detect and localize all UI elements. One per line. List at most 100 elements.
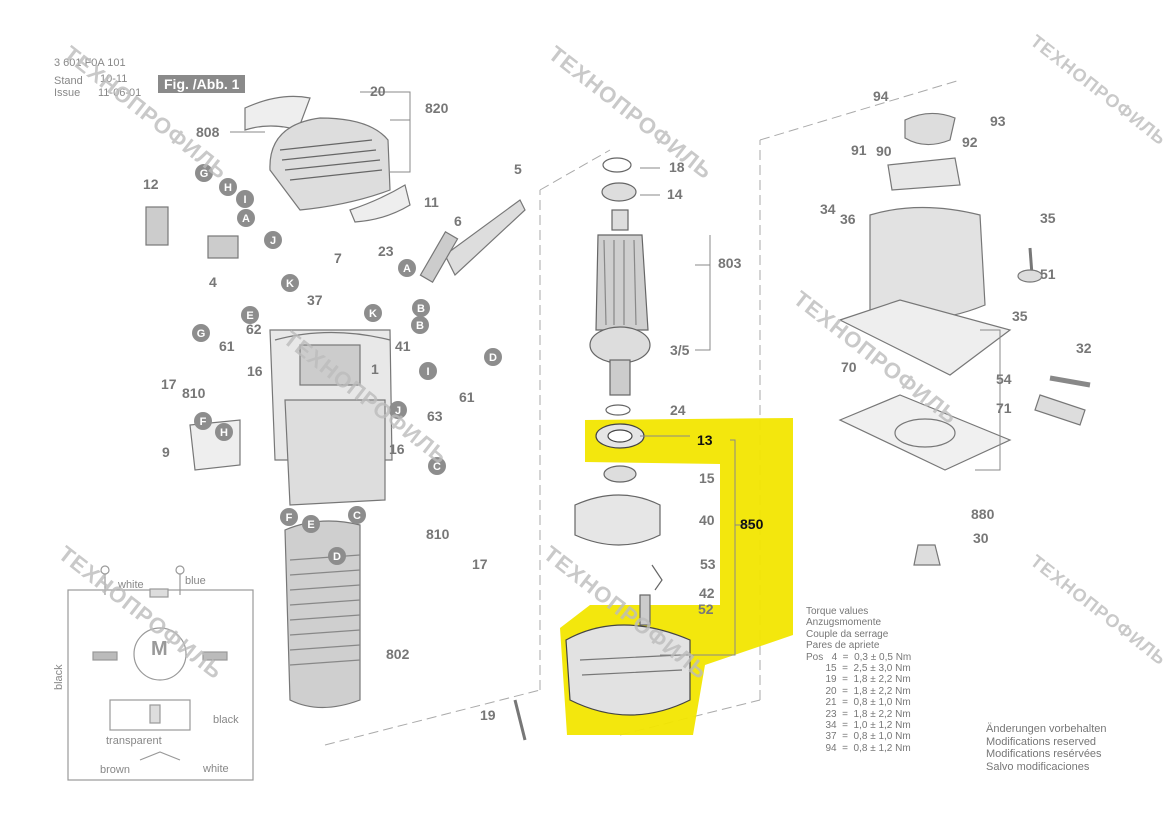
torque-heading-de: Anzugsmomente — [806, 617, 882, 629]
torque-row: 21 = 0,8 ± 1,0 Nm — [806, 697, 911, 709]
connector-badge-a: A — [398, 259, 416, 277]
connector-badge-letter: B — [416, 320, 424, 332]
motor-symbol: M — [151, 638, 168, 660]
connector-badge-letter: D — [489, 352, 497, 364]
connector-badge-j: J — [264, 231, 282, 249]
wire-brown: brown — [100, 764, 130, 776]
connector-badge-letter: B — [417, 303, 425, 315]
connector-badge-c: C — [428, 457, 446, 475]
callout-5: 5 — [514, 161, 522, 177]
callout-1: 1 — [371, 361, 379, 377]
torque-row: 15 = 2,5 ± 3,0 Nm — [806, 663, 911, 675]
callout-32: 32 — [1076, 340, 1092, 356]
base-group — [838, 112, 1091, 566]
callout-17: 17 — [472, 556, 488, 572]
connector-badge-f: F — [280, 508, 298, 526]
torque-heading-fr: Couple da serrage — [806, 628, 889, 640]
callout-6: 6 — [454, 213, 462, 229]
wire-white-bottom: white — [203, 763, 229, 775]
connector-badge-letter: J — [270, 235, 276, 247]
motor-housing-group — [145, 95, 526, 709]
connector-badge-letter: K — [286, 278, 294, 290]
note-en: Modifications reserved — [986, 735, 1097, 748]
connector-badge-g: G — [195, 164, 213, 182]
wire-blue: blue — [185, 575, 206, 587]
wire-black-left: black — [53, 664, 65, 690]
callout-808: 808 — [196, 124, 220, 140]
callout-93: 93 — [990, 113, 1006, 129]
callout-7: 7 — [334, 250, 342, 266]
connector-badge-letter: C — [433, 461, 441, 473]
callout-24: 24 — [670, 402, 686, 418]
connector-badge-f: F — [194, 412, 212, 430]
connector-badge-letter: F — [200, 416, 207, 428]
torque-row: 19 = 1,8 ± 2,2 Nm — [806, 674, 911, 686]
connector-badge-k: K — [281, 274, 299, 292]
modification-notes: Änderungen vorbehalten Modifications res… — [986, 723, 1106, 773]
torque-row: Pos 4 = 0,3 ± 0,5 Nm — [806, 651, 912, 663]
armature-group — [513, 157, 691, 741]
torque-values-table: Torque values Anzugsmomente Couple da se… — [806, 606, 911, 754]
callout-4: 4 — [209, 274, 217, 290]
callout-92: 92 — [962, 134, 978, 150]
callout-802: 802 — [386, 646, 410, 662]
callout-820: 820 — [425, 100, 449, 116]
connector-badge-letter: H — [220, 427, 228, 439]
connector-badge-letter: F — [286, 512, 293, 524]
torque-heading-en: Torque values — [806, 606, 869, 617]
callout-34: 34 — [820, 201, 836, 217]
callout-9: 9 — [162, 444, 170, 460]
callout-40: 40 — [699, 512, 715, 528]
callout-810: 810 — [182, 385, 206, 401]
torque-heading-es: Pares de apriete — [806, 640, 880, 652]
callout-16: 16 — [389, 441, 405, 457]
callout-52: 52 — [698, 601, 714, 617]
note-fr: Modifications resérvées — [986, 748, 1102, 761]
connector-badge-e: E — [241, 306, 259, 324]
torque-row: 94 = 0,8 ± 1,2 Nm — [806, 742, 911, 754]
callout-36: 36 — [840, 211, 856, 227]
connector-badge-b: B — [411, 316, 429, 334]
connector-badge-letter: I — [426, 366, 429, 378]
callout-16: 16 — [247, 363, 263, 379]
connector-badge-b: B — [412, 299, 430, 317]
connector-badge-h: H — [215, 423, 233, 441]
connector-badge-e: E — [302, 515, 320, 533]
connector-badge-j: J — [389, 401, 407, 419]
callout-61: 61 — [219, 338, 235, 354]
connector-badge-g: G — [192, 324, 210, 342]
connector-badge-letter: G — [197, 328, 206, 340]
callout-3/5: 3/5 — [670, 342, 690, 358]
connector-badge-letter: G — [200, 168, 209, 180]
callout-19: 19 — [480, 707, 496, 723]
connector-badge-i: I — [236, 190, 254, 208]
connector-badge-letter: J — [395, 405, 401, 417]
connector-badge-i: I — [419, 362, 437, 380]
part-number: 3 601 F0A 101 — [54, 57, 126, 69]
callout-61: 61 — [459, 389, 475, 405]
callout-803: 803 — [718, 255, 742, 271]
connector-badge-d: D — [484, 348, 502, 366]
figure-label: Fig. /Abb. 1 — [158, 75, 246, 93]
callout-91: 91 — [851, 142, 867, 158]
connector-badge-d: D — [328, 547, 346, 565]
torque-row: 23 = 1,8 ± 2,2 Nm — [806, 708, 911, 720]
callout-70: 70 — [841, 359, 857, 375]
callout-94: 94 — [873, 88, 889, 104]
torque-row: 20 = 1,8 ± 2,2 Nm — [806, 685, 911, 697]
stand-value: 10-11 — [100, 73, 128, 85]
callout-18: 18 — [669, 159, 685, 175]
callout-13: 13 — [697, 432, 713, 448]
connector-badge-letter: C — [353, 510, 361, 522]
callout-850: 850 — [740, 516, 764, 532]
callout-810: 810 — [426, 526, 450, 542]
callout-17: 17 — [161, 376, 177, 392]
wire-transparent: transparent — [106, 735, 162, 747]
connector-badge-letter: D — [333, 551, 341, 563]
connector-badge-letter: E — [246, 310, 253, 322]
callout-15: 15 — [699, 470, 715, 486]
callout-90: 90 — [876, 143, 892, 159]
